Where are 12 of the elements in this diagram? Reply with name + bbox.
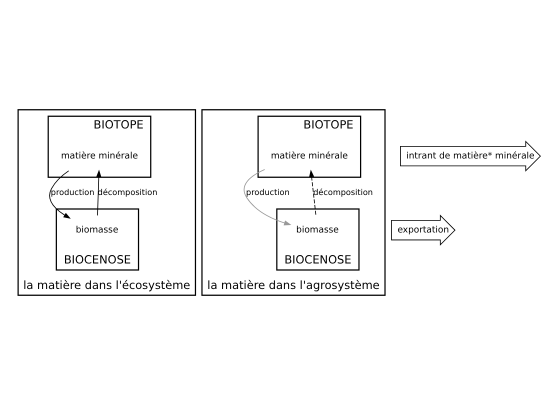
node-text: biomasse <box>76 225 118 236</box>
edge-label: décomposition <box>313 187 373 198</box>
node-text: matière minérale <box>270 151 348 162</box>
arrow <box>96 170 102 216</box>
edge-label: production <box>50 187 94 198</box>
arrow <box>244 169 292 226</box>
arrow <box>49 170 71 219</box>
edge-label: production <box>246 187 290 198</box>
node-text: matière minérale <box>60 151 138 162</box>
node-text: biomasse <box>296 225 339 236</box>
edge-label: décomposition <box>98 187 158 198</box>
arrow <box>309 170 316 216</box>
